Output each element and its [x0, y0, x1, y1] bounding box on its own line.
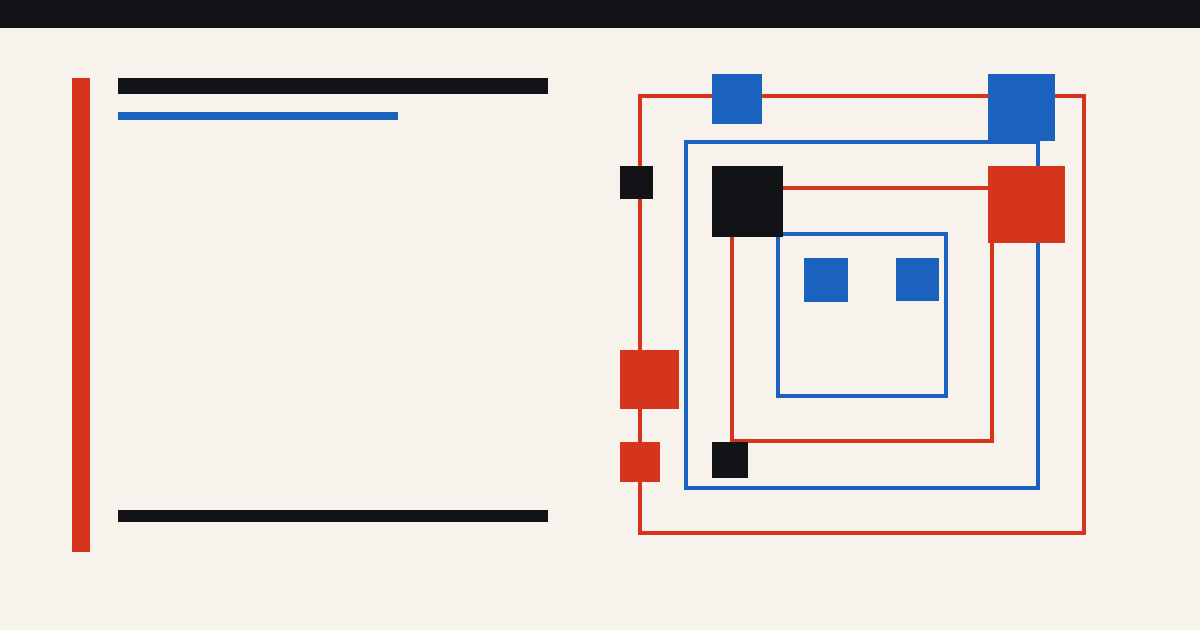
block-blue-top-right	[988, 74, 1055, 141]
outline-square-blue	[684, 140, 1040, 490]
outline-square-inner-red	[730, 186, 994, 443]
blue-accent-rule	[118, 112, 398, 120]
block-black-bottom	[712, 442, 748, 478]
block-red-top-right	[988, 166, 1065, 243]
block-black-small-left	[620, 166, 653, 199]
block-blue-inner-left	[804, 258, 848, 302]
block-red-bottom-left	[620, 442, 660, 482]
block-black-large	[712, 166, 783, 237]
block-blue-top-left	[712, 74, 762, 124]
black-top-rule	[118, 78, 548, 94]
black-bottom-rule	[118, 510, 548, 522]
outline-square-inner-blue	[776, 232, 948, 398]
block-blue-inner-right	[896, 258, 939, 301]
top-bar	[0, 0, 1200, 28]
outline-square-outer-red	[638, 94, 1086, 535]
block-red-mid-left	[620, 350, 679, 409]
red-vertical-bar	[72, 78, 90, 552]
